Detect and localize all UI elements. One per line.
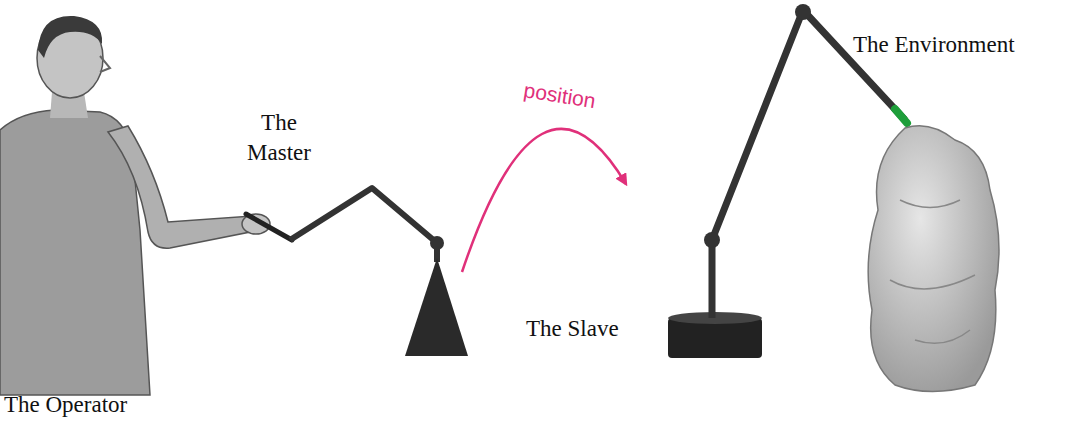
position-label: position xyxy=(522,76,598,114)
slave-label: The Slave xyxy=(526,314,619,344)
environment-rock xyxy=(868,126,999,392)
position-arrow xyxy=(462,129,626,272)
operator-figure xyxy=(0,16,292,395)
environment-label: The Environment xyxy=(853,30,1015,60)
master-arm xyxy=(290,188,468,356)
rock-texture xyxy=(890,200,975,343)
operator-label: The Operator xyxy=(4,390,127,420)
master-label: The Master xyxy=(236,108,322,168)
